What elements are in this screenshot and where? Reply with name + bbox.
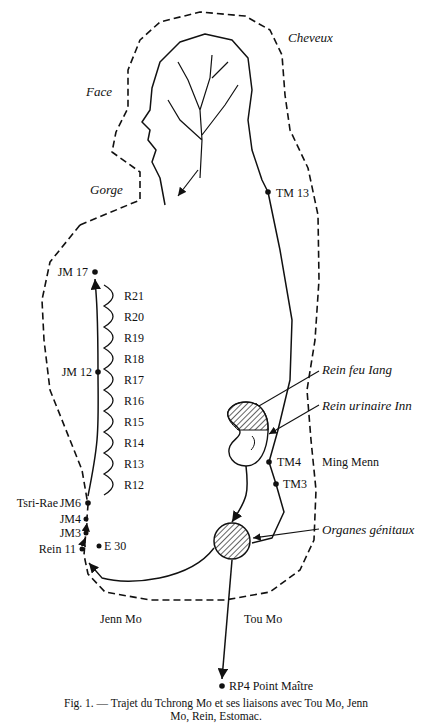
point-label: JM4: [60, 512, 81, 526]
region-label: Cheveux: [288, 30, 333, 45]
point-label: TM3: [283, 477, 307, 491]
genital-organ: Organes génitaux: [213, 522, 251, 560]
acupoint-dot: [219, 683, 225, 689]
acupoint-dot: [84, 531, 89, 536]
kidney-point-label: R17: [124, 373, 144, 387]
figure-caption: Fig. 1. — Trajet du Tchrong Mo et ses li…: [56, 697, 376, 723]
meridian-connector: [232, 466, 247, 522]
node-label: Organes génitaux: [322, 522, 414, 537]
organ-circle: [214, 523, 250, 559]
organ-circle: [213, 522, 251, 560]
kidney-point-label: R19: [124, 331, 144, 345]
node-label: RP4 Point Maître: [229, 679, 313, 693]
acupoint: JM6: [60, 496, 91, 510]
body-outline: [142, 34, 292, 543]
acupoint-dot: [85, 500, 91, 506]
vessel-branch: [168, 55, 238, 178]
point-label: JM3: [60, 526, 81, 540]
acupoint: JM 17: [58, 265, 98, 279]
master-point: RP4 Point Maître: [219, 679, 313, 693]
leader-arrow: [269, 405, 319, 434]
kidney-point-label: R21: [124, 289, 144, 303]
jenn-mo-path: [86, 523, 87, 530]
kidney-point-label: R16: [124, 394, 144, 408]
acupoint-dot: [266, 459, 272, 465]
meridian-label: Jenn Mo: [100, 612, 142, 626]
node-label: Rein feu Iang: [322, 362, 392, 377]
kidney-point-label: R18: [124, 352, 144, 366]
kidney-point-label: R13: [124, 457, 144, 471]
point-label: TM4: [277, 455, 301, 469]
point-label: TM 13: [276, 186, 309, 200]
point-label: JM 12: [62, 365, 92, 379]
node-label: JM6: [60, 496, 81, 510]
kidney-point-label: R20: [124, 310, 144, 324]
acupoint-dot: [92, 269, 98, 275]
jenn-mo-path: [82, 538, 85, 546]
meridian-label: Tou Mo: [244, 612, 282, 626]
acupoint-dot: [97, 544, 102, 549]
throat-arrow: [178, 170, 198, 196]
kidney-shape: [222, 400, 270, 468]
node-label: JM 17: [58, 265, 88, 279]
acupoint-dot: [92, 269, 98, 275]
acupoint-dot: [273, 481, 279, 487]
kidney-outline: [228, 402, 268, 466]
acupoint-dot: [265, 189, 271, 195]
point-label: E 30: [104, 539, 126, 553]
meridian-connector: [88, 279, 98, 496]
meridian-connector: [222, 560, 232, 679]
kidney-point-chain: [104, 285, 113, 495]
region-label: Gorge: [90, 182, 123, 197]
kidney-organ: Rein feu Iang: [222, 400, 270, 468]
kidney-fire-hatch: [228, 402, 268, 430]
acupoint-dot: [84, 517, 89, 522]
region-label: Face: [86, 84, 112, 99]
leader-arrow: [252, 371, 319, 410]
acupoint-dot: [219, 683, 225, 689]
kidney-point-label: R12: [124, 478, 144, 492]
point-label: Ming Menn: [322, 455, 379, 469]
kidney-point-label: R14: [124, 436, 144, 450]
leader-arrow: [253, 529, 319, 538]
tchrong-mo-outline: [42, 12, 319, 600]
acupoint-dot: [80, 547, 85, 552]
acupoint-dot: [85, 500, 91, 506]
organ-label: Rein urinaire Inn: [322, 398, 412, 413]
kidney-point-label: R15: [124, 415, 144, 429]
point-label: Rein 11: [39, 542, 76, 556]
point-label: Tsri-Rae: [17, 496, 58, 510]
kidney-inner-line: [251, 436, 255, 450]
acupoint-dots: [80, 189, 279, 551]
